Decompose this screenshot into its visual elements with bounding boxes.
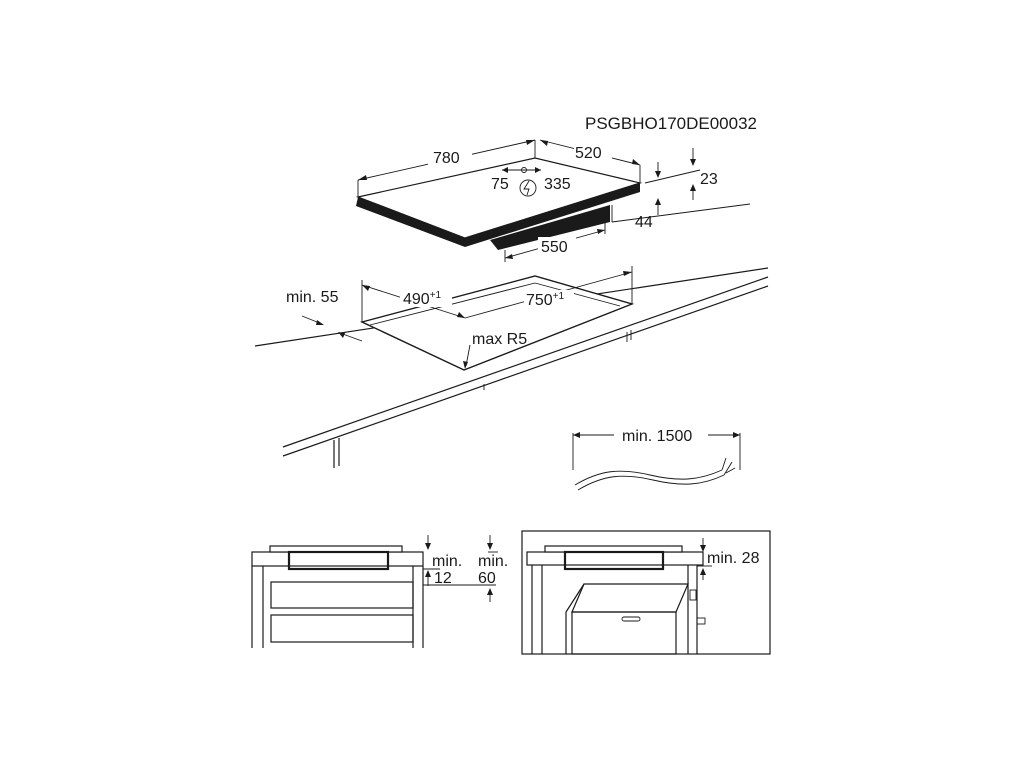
hob-width-label: 780 xyxy=(433,150,460,167)
cable-drawing: min. 1500 xyxy=(572,428,741,491)
dim-corner-radius: max R5 xyxy=(463,331,527,369)
cable-offset-a-label: 75 xyxy=(491,176,509,193)
right-section-drawing xyxy=(521,530,771,655)
box-width-label: 550 xyxy=(541,239,568,256)
corner-radius-label: max R5 xyxy=(472,331,527,348)
min12-label: min. xyxy=(432,553,462,570)
cutout-width-label: 750+1 xyxy=(526,291,565,309)
dim-right-min28: min. 28 xyxy=(697,538,760,580)
dim-glass-thickness: 23 xyxy=(644,148,718,200)
product-code: PSGBHO170DE00032 xyxy=(585,114,757,133)
cutout-depth-label: 490+1 xyxy=(403,290,442,308)
dim-cutout-side: min. 55 xyxy=(286,289,363,342)
dim-hob-height: 44 xyxy=(611,198,751,231)
dim-cutout-depth: 490+1 xyxy=(361,280,466,322)
dim-cutout-width: 750+1 xyxy=(464,266,633,319)
left-section-drawing xyxy=(251,545,424,648)
min60-value: 60 xyxy=(478,570,496,587)
dim-left-min12: min. 12 xyxy=(423,535,462,587)
cable-length-label: min. 1500 xyxy=(622,428,692,445)
dim-hob-depth: 520 xyxy=(539,139,641,183)
min60-label: min. xyxy=(478,553,508,570)
hob-depth-label: 520 xyxy=(575,145,602,162)
hob-height-label: 44 xyxy=(635,214,653,231)
cable-offset-b-label: 335 xyxy=(544,176,571,193)
hob-drawing xyxy=(355,157,643,250)
dim-hob-width: 780 xyxy=(357,139,536,197)
min28-label: min. 28 xyxy=(707,550,760,567)
min12-value: 12 xyxy=(434,570,452,587)
glass-thickness-label: 23 xyxy=(700,171,718,188)
dim-left-min60: min. 60 xyxy=(423,535,508,602)
cutout-side-label: min. 55 xyxy=(286,289,339,306)
dim-box-width: 550 xyxy=(504,222,606,262)
